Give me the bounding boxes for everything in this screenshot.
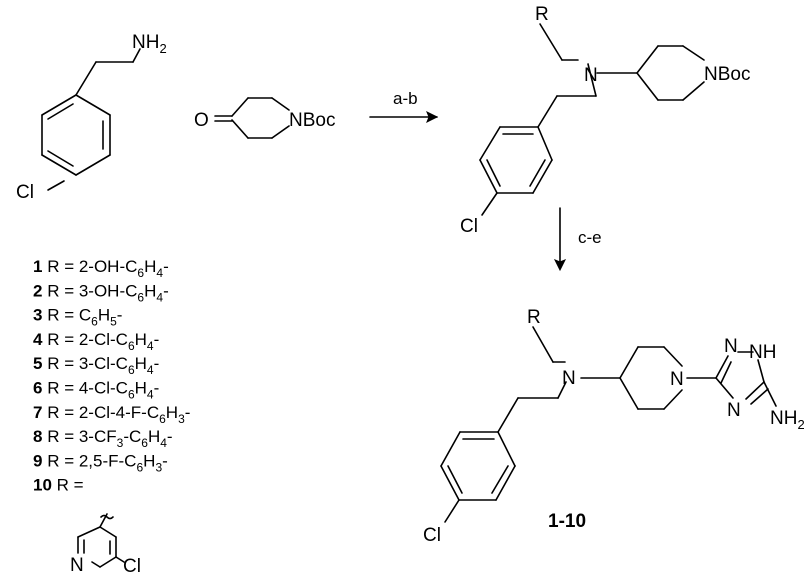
r-group-entry: 6 R = 4-Cl-C6H4-: [33, 379, 159, 402]
r-group-entry: 2 R = 3-OH-C6H4-: [33, 281, 169, 304]
compound-number: 1: [33, 257, 47, 276]
amine-n-label: N: [584, 65, 598, 86]
nboc-label: NBoc: [289, 110, 335, 131]
condition-label-step-2: c-e: [578, 228, 602, 247]
triazole-n4-label: N: [727, 400, 741, 421]
amine-n-label: N: [562, 368, 576, 389]
compound-number: 7: [33, 403, 47, 422]
r-group-entry: 4 R = 2-Cl-C6H4-: [33, 330, 159, 353]
pyridyl-chlorine-label: Cl: [123, 556, 141, 576]
r-group-label: R: [535, 4, 549, 25]
compound-number: 10: [33, 476, 57, 495]
triazole-n1-label: N: [724, 336, 738, 357]
compound-number: 9: [33, 451, 47, 470]
chlorine-label: Cl: [16, 182, 34, 203]
r-group-entry: 3 R = C6H5-: [33, 306, 122, 329]
bond-ethyl-1: [75, 61, 97, 96]
benzene-ring-amine: [41, 94, 111, 176]
compound-number: 6: [33, 379, 47, 398]
r-group-entry: 9 R = 2,5-F-C6H3-: [33, 451, 168, 474]
bond-to-chlorine: [47, 180, 65, 191]
attachment-wavy-bond: [100, 514, 114, 520]
compound-number: 8: [33, 427, 47, 446]
compound-label: 1-10: [548, 511, 586, 532]
product-compound: R N N N NH N NH2: [423, 307, 804, 546]
pyridyl-structure: N Cl: [70, 513, 141, 576]
chlorine-label: Cl: [423, 525, 441, 546]
arrow-step-1: a-b: [369, 89, 439, 124]
reagent-boc-piperidone: O NBoc: [194, 97, 335, 139]
intermediate-compound: R N NBoc Cl: [460, 4, 750, 237]
arrow-step-2: c-e: [553, 207, 602, 272]
r-group-list: 1 R = 2-OH-C6H4-2 R = 3-OH-C6H4-3 R = C6…: [33, 257, 190, 495]
arrow-head-icon: [426, 110, 439, 124]
r-group-entry: 7 R = 2-Cl-4-F-C6H3-: [33, 403, 190, 426]
r-group-entry: 5 R = 3-Cl-C6H4-: [33, 354, 159, 377]
triazole-nh-label: NH: [749, 342, 776, 363]
piperidine-n-label: N: [670, 369, 684, 390]
benzene-ring-product: [440, 431, 516, 501]
nboc-label: NBoc: [704, 64, 750, 85]
reagent-chlorophenethylamine: NH2 Cl: [16, 32, 167, 203]
triazole-ring: N NH N: [715, 336, 776, 421]
benzene-ring-intermediate: [479, 126, 553, 194]
compound-number: 5: [33, 354, 47, 373]
chlorine-label: Cl: [460, 216, 478, 237]
compound-number: 4: [33, 330, 47, 349]
carbonyl-oxygen-label: O: [194, 110, 209, 131]
condition-label-step-1: a-b: [393, 89, 418, 108]
amino-label: NH2: [770, 408, 804, 432]
compound-number: 3: [33, 306, 47, 325]
bond-to-amine: [132, 48, 141, 63]
r-group-entry: 8 R = 3-CF3-C6H4-: [33, 427, 173, 450]
r-group-label: R: [527, 307, 541, 328]
arrow-head-icon: [553, 259, 567, 272]
compound-number: 2: [33, 281, 47, 300]
r-group-entry: 1 R = 2-OH-C6H4-: [33, 257, 169, 280]
amine-label: NH2: [132, 32, 167, 56]
pyridine-n-label: N: [70, 555, 84, 576]
r-group-entry: 10 R =: [33, 476, 84, 495]
